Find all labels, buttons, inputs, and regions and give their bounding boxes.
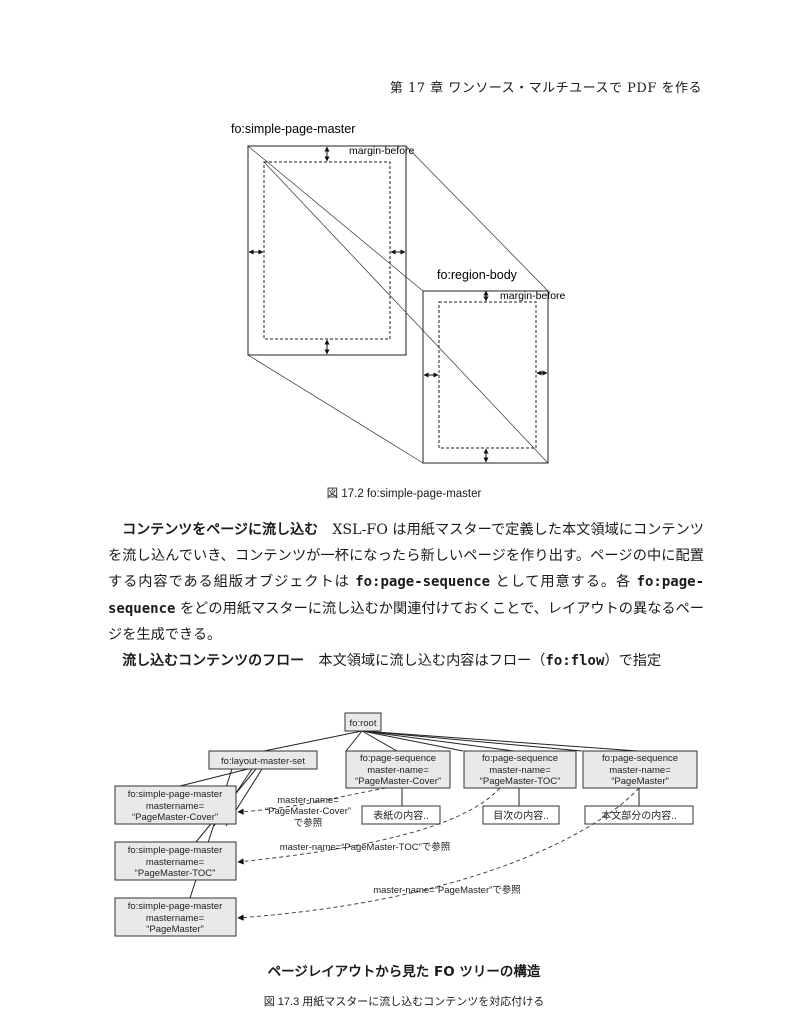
page-inner-region-rect (263, 161, 391, 340)
node-page-sequence-toc: fo:page-sequence master-name= “PageMaste… (463, 750, 577, 789)
node-page-sequence-main: fo:page-sequence master-name= “PageMaste… (582, 750, 698, 789)
svg-text:mastername=: mastername= (146, 913, 205, 924)
margin-before-label-1: margin-before (349, 145, 415, 157)
node-fo-root: fo:root (344, 712, 382, 732)
svg-text:master-name=: master-name= (489, 765, 551, 776)
p1-text-b: として用意する。各 (490, 574, 637, 591)
region-outer-rect (422, 290, 549, 464)
region-inner-rect (438, 301, 537, 449)
projection-line (263, 161, 549, 464)
reference-arrows (237, 787, 640, 921)
p2-text-b: ）で指定 (604, 653, 662, 670)
margin-before-label-2: margin-before (500, 290, 566, 302)
leaf-toc-content: 目次の内容.. (482, 805, 560, 825)
svg-text:表紙の内容..: 表紙の内容.. (373, 809, 429, 822)
code-page-sequence-1: fo:page-sequence (355, 574, 491, 591)
ref-label-toc: master-name=“PageMaster-TOC”で参照 (280, 841, 451, 853)
code-fo-flow: fo:flow (545, 653, 605, 670)
reference-labels: master-name= “PageMaster-Cover” で参照 mast… (265, 795, 521, 896)
projection-line (247, 145, 424, 292)
node-layout-master-set: fo:layout-master-set (208, 750, 318, 770)
ref-label-cover-1: master-name= (277, 795, 339, 806)
svg-text:fo:root: fo:root (350, 718, 377, 729)
svg-text:mastername=: mastername= (146, 801, 205, 812)
code-page-sequence-2: fo:page-sequence (108, 574, 704, 617)
paragraph-1-lead: コンテンツをページに流し込む (122, 522, 319, 538)
node-simple-page-master-toc: fo:simple-page-master mastername= “PageM… (114, 841, 237, 881)
figure-simple-page-master: fo:simple-page-master margin-before fo:r… (231, 122, 566, 464)
svg-text:master-name=: master-name= (367, 765, 429, 776)
node-page-sequence-cover: fo:page-sequence master-name= “PageMaste… (345, 750, 451, 789)
label-simple-page-master: fo:simple-page-master (231, 122, 355, 136)
svg-text:fo:simple-page-master: fo:simple-page-master (128, 901, 223, 912)
svg-text:本文部分の内容..: 本文部分の内容.. (601, 809, 677, 822)
ref-label-main: master-name=“PageMaster”で参照 (373, 884, 521, 896)
figure-caption-17-2: 図 17.2 fo:simple-page-master (326, 488, 482, 500)
label-region-body: fo:region-body (437, 268, 518, 282)
svg-text:“PageMaster”: “PageMaster” (146, 924, 204, 935)
ref-label-cover-3: で参照 (294, 817, 323, 829)
paragraph-2: 流し込むコンテンツのフロー本文領域に流し込む内容はフロー（fo:flow）で指定 (108, 648, 704, 674)
running-header: 第 17 章 ワンソース・マルチユースで PDF を作る (389, 81, 702, 96)
svg-text:fo:page-sequence: fo:page-sequence (482, 753, 558, 764)
ref-label-cover-2: “PageMaster-Cover” (265, 806, 351, 817)
paragraph-2-lead: 流し込むコンテンツのフロー (122, 653, 305, 670)
svg-text:master-name=: master-name= (609, 765, 671, 776)
figure-caption-17-3: 図 17.3 用紙マスターに流し込むコンテンツを対応付ける (263, 996, 545, 1008)
svg-text:fo:page-sequence: fo:page-sequence (602, 753, 678, 764)
p1-text-a: XSL-FO は用紙マスターで定義した本文領域にコンテンツを流し込んでいき、コン… (108, 522, 704, 591)
p1-text-c: をどの用紙マスターに流し込むか関連付けておくことで、レイアウトの異なるページを生… (108, 600, 704, 643)
node-simple-page-master-main: fo:simple-page-master mastername= “PageM… (114, 897, 237, 937)
svg-text:“PageMaster-TOC”: “PageMaster-TOC” (480, 776, 561, 787)
svg-text:mastername=: mastername= (146, 857, 205, 868)
svg-text:fo:page-sequence: fo:page-sequence (360, 753, 436, 764)
figure-subtitle: ページレイアウトから見た FO ツリーの構造 (267, 964, 541, 980)
leaf-main-content: 本文部分の内容.. (584, 805, 694, 825)
node-simple-page-master-cover: fo:simple-page-master mastername= “PageM… (114, 785, 237, 825)
svg-text:“PageMaster-TOC”: “PageMaster-TOC” (135, 868, 216, 879)
svg-text:目次の内容..: 目次の内容.. (493, 809, 549, 822)
projection-line (405, 145, 549, 292)
leaf-cover-content: 表紙の内容.. (361, 805, 441, 825)
figure-fo-tree: fo:root fo:layout-master-set fo:page-seq… (114, 712, 698, 937)
p2-text-a: 本文領域に流し込む内容はフロー（ (318, 653, 546, 670)
page-outer-rect (247, 145, 407, 356)
svg-text:fo:simple-page-master: fo:simple-page-master (128, 789, 223, 800)
projection-line (247, 354, 424, 464)
svg-text:“PageMaster”: “PageMaster” (611, 776, 669, 787)
svg-text:fo:simple-page-master: fo:simple-page-master (128, 845, 223, 856)
svg-text:“PageMaster-Cover”: “PageMaster-Cover” (132, 812, 218, 823)
svg-text:fo:layout-master-set: fo:layout-master-set (221, 756, 305, 767)
svg-text:“PageMaster-Cover”: “PageMaster-Cover” (355, 776, 441, 787)
